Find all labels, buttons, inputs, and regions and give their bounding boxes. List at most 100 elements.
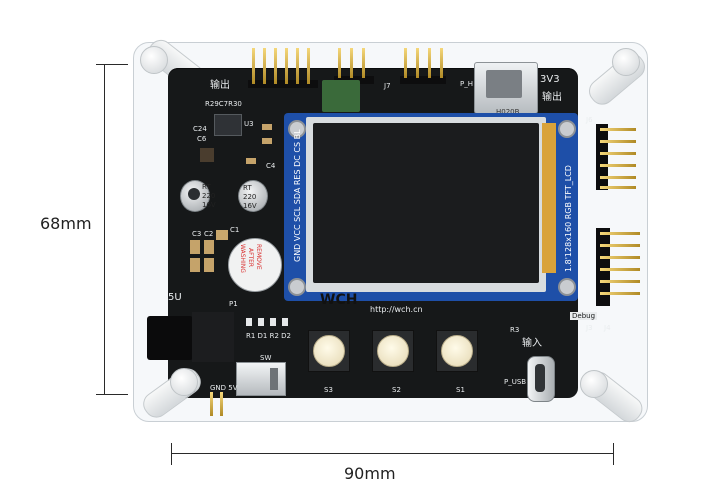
label-u3: U3	[244, 120, 254, 128]
header-pin-right	[600, 152, 636, 155]
usb-c-slot	[535, 364, 545, 392]
green-component	[322, 80, 360, 112]
header-pin-right	[600, 176, 636, 179]
standoff-cap-top-left	[140, 46, 168, 74]
label-r3: R3	[510, 326, 520, 334]
lcd-active-area	[313, 123, 539, 283]
smd-part	[262, 138, 272, 144]
buzzer	[228, 238, 282, 292]
header-pin	[428, 48, 431, 78]
header-pin-right	[600, 232, 640, 235]
cap-left-line-3: 16V	[202, 201, 216, 209]
cap-right-line-2: 220	[243, 193, 257, 201]
cap-left-line-2: 220	[202, 192, 216, 200]
label-j7: J7	[384, 82, 391, 90]
led	[258, 318, 264, 326]
power-switch[interactable]	[236, 362, 286, 396]
header-pin-right	[600, 244, 640, 247]
buzzer-text-2: AFTER	[247, 248, 254, 268]
website-label: http://wch.cn	[370, 305, 423, 314]
header-pin	[274, 48, 277, 84]
header-pin	[285, 48, 288, 84]
height-tick-bottom	[96, 394, 128, 395]
width-dimension-label: 90mm	[344, 464, 396, 483]
header-pin-right	[600, 256, 640, 259]
smd-part	[262, 124, 272, 130]
header-pin-right	[600, 292, 640, 295]
label-p1: P1	[229, 300, 238, 308]
button-s1-label: S1	[456, 386, 465, 394]
standoff-cap-top-right	[612, 48, 640, 76]
header-pin	[296, 48, 299, 84]
cap-right-line-1: RT	[243, 184, 252, 192]
dc-power-jack	[147, 316, 193, 360]
header-pin-bottom	[220, 392, 223, 416]
label-r29: R29C7R30	[205, 100, 242, 108]
label-c24: C24	[193, 125, 207, 133]
width-dimension-line	[171, 453, 613, 454]
header-pin	[307, 48, 310, 84]
header-top-right	[400, 76, 446, 84]
header-right-top	[596, 124, 608, 190]
smd-part	[200, 148, 214, 162]
switch-knob	[270, 368, 278, 390]
header-pin	[338, 48, 341, 78]
header-right-bottom	[596, 228, 610, 306]
width-tick-right	[613, 443, 614, 465]
output-3v3-sub: 输出	[542, 92, 562, 103]
header-pin-right	[600, 140, 636, 143]
label-c2: C2	[204, 230, 214, 238]
label-ph: P_H	[460, 80, 473, 88]
button-s2[interactable]	[377, 335, 409, 367]
label-gnd5v: GND 5V	[210, 384, 238, 392]
cap-left-line-1: RT	[202, 183, 211, 191]
header-pin-right	[600, 268, 640, 271]
lcd-pin-labels: GND VCC SCL SDA RES DC CS BL	[293, 129, 302, 262]
usb-a-slot	[486, 70, 522, 98]
lcd-mount-hole	[288, 120, 306, 138]
buzzer-text-1: REMOVE	[255, 244, 262, 270]
led	[246, 318, 252, 326]
label-p-usb: P_USB	[504, 378, 527, 386]
button-s1[interactable]	[441, 335, 473, 367]
label-c3: C3	[192, 230, 202, 238]
height-tick-top	[96, 64, 128, 65]
width-tick-left	[171, 443, 172, 465]
lcd-mount-hole	[558, 120, 576, 138]
jack-body	[192, 312, 234, 362]
capacitor-right	[238, 180, 268, 212]
header-pin-right	[600, 164, 636, 167]
standoff-cap-bottom-right	[580, 370, 608, 398]
button-s3[interactable]	[313, 335, 345, 367]
smd-part	[216, 230, 228, 240]
height-dimension-line	[104, 64, 105, 394]
buzzer-text-3: WASHING	[239, 244, 246, 273]
height-dimension-label: 68mm	[40, 214, 92, 233]
label-j4: J4	[604, 324, 611, 332]
header-pin-right	[600, 186, 636, 189]
cap-right-line-3: 16V	[243, 202, 257, 210]
button-s2-label: S2	[392, 386, 401, 394]
wch-logo: WCH	[320, 292, 358, 308]
lcd-flex-cable	[542, 123, 556, 273]
smd-part	[246, 158, 256, 164]
label-j6: J6	[586, 116, 593, 124]
header-pin	[252, 48, 255, 84]
smd-part	[190, 258, 200, 272]
header-pin-right	[600, 280, 640, 283]
smd-part	[204, 240, 214, 254]
header-pin	[263, 48, 266, 84]
chip-u3	[214, 114, 242, 136]
debug-label: Debug	[570, 312, 598, 320]
smd-part	[204, 258, 214, 272]
header-pin	[350, 48, 353, 78]
header-pin	[404, 48, 407, 78]
header-pin-right	[600, 128, 636, 131]
led	[270, 318, 276, 326]
input-label: 输入	[522, 338, 542, 349]
label-c6: C6	[197, 135, 207, 143]
header-pin-bottom	[210, 392, 213, 416]
output-3v3-label: 3V3	[540, 74, 560, 85]
button-s3-label: S3	[324, 386, 333, 394]
